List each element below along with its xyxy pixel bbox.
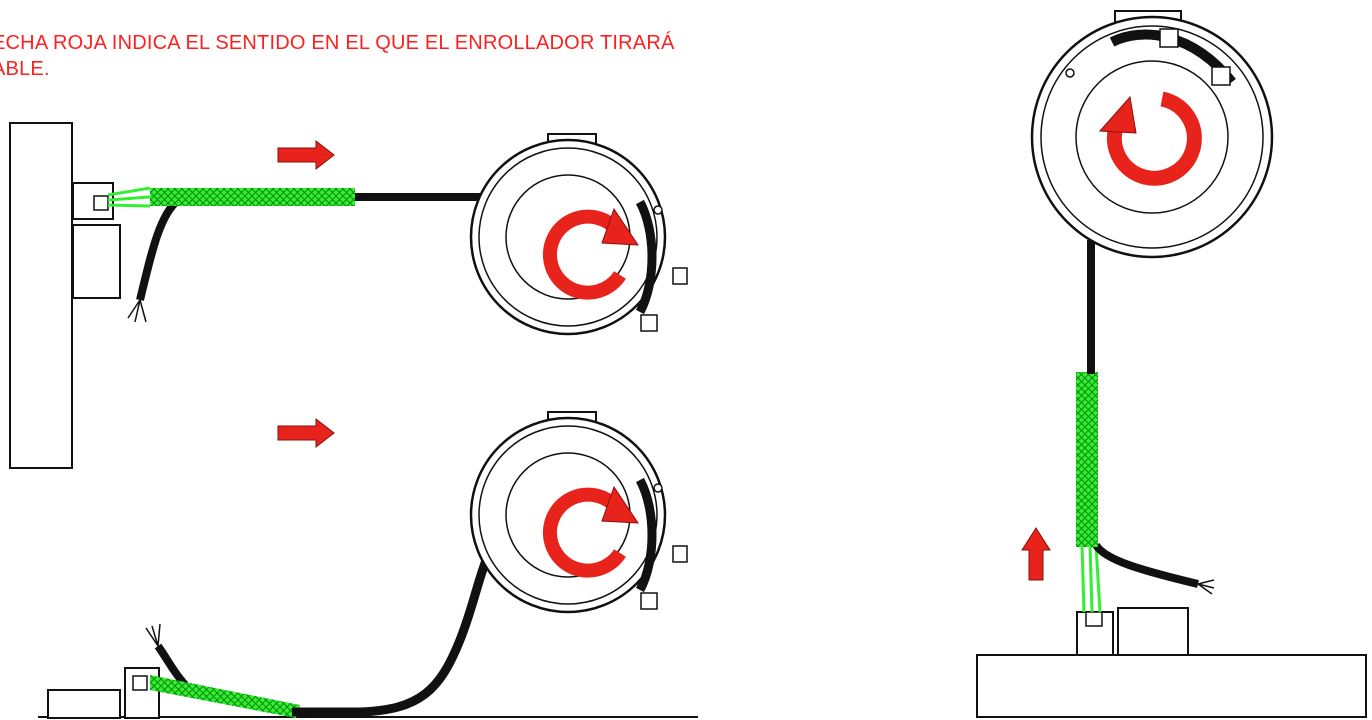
wall-mount-scene xyxy=(9,122,688,469)
ceiling-reel-scene xyxy=(976,10,1367,718)
floor-junction-box xyxy=(47,689,121,719)
reel-ceiling xyxy=(1030,10,1274,259)
ceiling-loose-cable xyxy=(1092,542,1199,588)
direction-arrow-icon xyxy=(1021,527,1051,581)
wall-plate xyxy=(9,122,73,469)
direction-arrow-icon xyxy=(277,417,335,449)
instruction-caption: ECHA ROJA INDICA EL SENTIDO EN EL QUE EL… xyxy=(0,32,675,80)
wall-cable-grip xyxy=(150,188,355,206)
direction-arrow-icon xyxy=(277,139,335,171)
wall-junction-box xyxy=(72,224,121,299)
reel-top xyxy=(469,133,688,336)
rotation-arrow-icon xyxy=(542,487,626,578)
floor-mount-scene xyxy=(38,411,698,719)
floor-cable xyxy=(292,517,510,717)
rotation-arrow-icon xyxy=(1106,91,1202,186)
floor-cable-grip xyxy=(150,675,300,718)
reel-bottom xyxy=(469,411,688,614)
wall-loose-cable xyxy=(136,196,181,301)
ceiling-base xyxy=(976,654,1367,718)
ceiling-cable-grip xyxy=(1076,372,1098,547)
rotation-arrow-icon xyxy=(542,209,626,300)
ceiling-junction-box xyxy=(1117,607,1189,656)
